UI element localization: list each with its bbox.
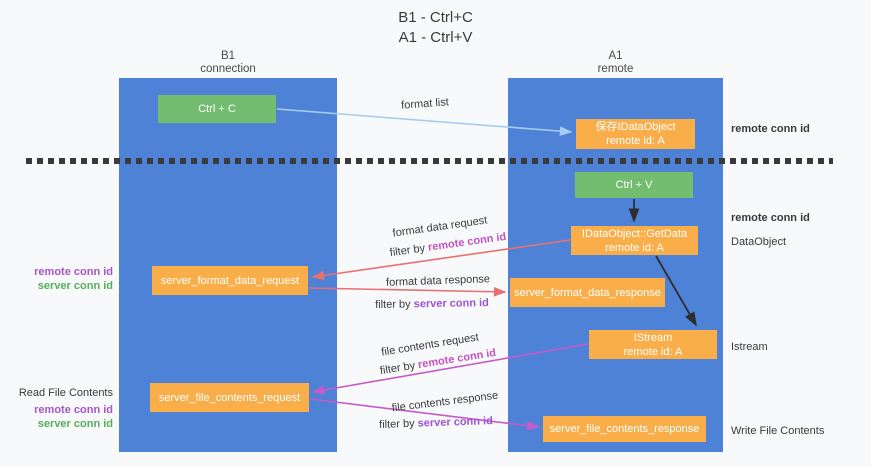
write-file-contents-annotation: Write File Contents (731, 425, 825, 437)
filter-by-prefix: filter by (389, 241, 429, 260)
format-data-response-filter-label: filter by server conn id (375, 297, 489, 311)
istream-annotation: Istream (731, 341, 768, 353)
server-format-data-request-box: server_format_data_request (152, 266, 308, 295)
filter-by-prefix: filter by (378, 417, 418, 431)
format-data-response-label: format data response (385, 273, 491, 289)
istream-line1: IStream (633, 331, 673, 344)
server-file-contents-request-label: server_file_contents_request (158, 391, 301, 404)
server-conn-id-key: server conn id (417, 415, 494, 430)
save-idataobject-line1: 保存IDataObject (595, 121, 676, 133)
server-file-contents-response-label: server_file_contents_response (549, 423, 700, 435)
ctrl-v-box: Ctrl + V (575, 172, 693, 198)
read-file-contents-annotation: Read File Contents (18, 387, 113, 399)
remote-conn-id-annotation: remote conn id (731, 212, 810, 224)
arrow-format-data-response (308, 286, 507, 297)
server-conn-id-annotation: server conn id (37, 280, 113, 292)
server-file-contents-response-box: server_file_contents_response (543, 416, 706, 442)
ctrl-c-box: Ctrl + C (158, 95, 276, 123)
file-contents-response-label: file contents response (391, 389, 499, 415)
lane-header-a1: A1 remote (508, 50, 723, 76)
server-conn-id-key: server conn id (413, 297, 489, 311)
format-list-label: format list (400, 96, 450, 112)
lane-header-b1: B1 connection (119, 50, 337, 76)
left-format-annotations: remote conn id server conn id (0, 265, 113, 293)
lane-b1-name: B1 (220, 50, 236, 62)
title-line-1: B1 - Ctrl+C (398, 9, 473, 26)
left-file-annotations: Read File Contents remote conn id server… (0, 386, 113, 431)
getdata-line1: IDataObject::GetData (581, 227, 688, 240)
istream-line2: remote id: A (623, 345, 683, 358)
server-format-data-response-box: server_format_data_response (510, 278, 665, 307)
ctrl-c-label: Ctrl + C (198, 103, 236, 115)
idataobject-getdata-box: IDataObject::GetData remote id: A (571, 226, 698, 255)
dataobject-annotation: DataObject (731, 236, 787, 248)
filter-by-prefix: filter by (375, 298, 414, 311)
diagram-title: B1 - Ctrl+C A1 - Ctrl+V (0, 8, 871, 48)
server-format-data-response-label: server_format_data_response (514, 286, 661, 299)
filter-by-prefix: filter by (379, 359, 420, 378)
save-idataobject-box: 保存IDataObject remote id: A (576, 119, 695, 149)
server-conn-id-annotation: server conn id (37, 418, 113, 430)
remote-conn-id-annotation: remote conn id (34, 404, 113, 416)
ctrl-v-label: Ctrl + V (615, 179, 653, 191)
title-line-2: A1 - Ctrl+V (398, 29, 473, 46)
remote-conn-id-annotation: remote conn id (34, 266, 113, 278)
file-contents-response-filter-label: filter by server conn id (379, 415, 493, 431)
remote-conn-id-key: remote conn id (427, 230, 507, 254)
server-format-data-request-label: server_format_data_request (160, 274, 300, 287)
lane-b1-role: connection (200, 63, 256, 75)
lane-a1-name: A1 (608, 50, 623, 62)
save-idataobject-line2: remote id: A (606, 135, 665, 147)
getdata-line2: remote id: A (605, 241, 664, 254)
lane-a1-role: remote (597, 63, 634, 75)
remote-conn-id-annotation: remote conn id (731, 123, 810, 135)
server-file-contents-request-box: server_file_contents_request (150, 383, 309, 412)
clipboard-boundary-dashed-line (26, 158, 833, 164)
istream-box: IStream remote id: A (589, 330, 717, 359)
